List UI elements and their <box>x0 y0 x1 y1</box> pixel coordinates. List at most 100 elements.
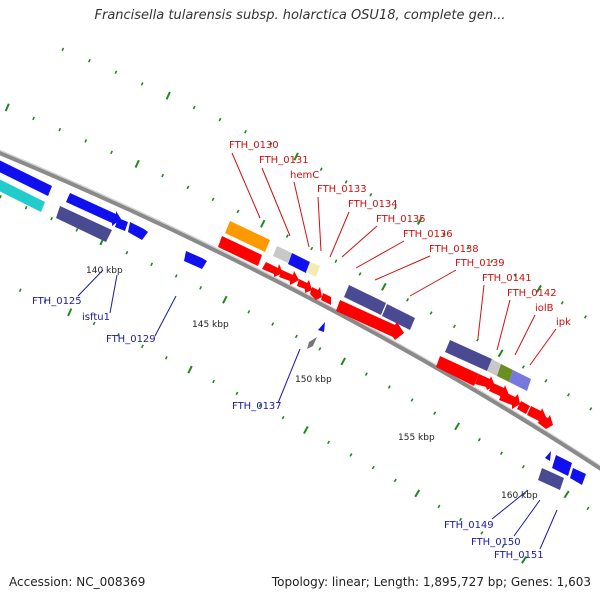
gene-red-arrow-2[interactable] <box>279 270 299 285</box>
scale-tick-1-25 <box>563 490 570 499</box>
gene-red-arrow-4[interactable] <box>310 287 322 300</box>
label-fth0131[interactable]: FTH_0131 <box>259 155 309 166</box>
leader-isftu1 <box>109 274 118 314</box>
gene-red-0141[interactable] <box>436 356 479 386</box>
leader-fth0150 <box>513 499 541 537</box>
gene-gray-0142[interactable] <box>487 359 501 376</box>
gene-blue-arrow-0149[interactable] <box>545 451 551 461</box>
scale-tick-0-8 <box>141 344 144 349</box>
label-fth0142[interactable]: FTH_0142 <box>507 288 557 299</box>
label-fth0129[interactable]: FTH_0129 <box>106 334 156 345</box>
scale-tick-2-14 <box>358 272 362 276</box>
gene-red-0130[interactable] <box>218 236 262 266</box>
scale-label-155: 155 kbp <box>398 433 435 443</box>
gene-navy-0138[interactable] <box>344 285 386 315</box>
gene-gray-0131[interactable] <box>273 246 292 263</box>
scale-tick-0-10 <box>187 365 193 374</box>
gene-red-small[interactable] <box>517 401 530 414</box>
gene-cyan-left[interactable] <box>0 177 45 212</box>
scale-tick-3-15 <box>416 216 423 225</box>
scale-tick-2-1 <box>32 116 35 121</box>
gene-blue-0149[interactable] <box>552 455 572 476</box>
label-iolB[interactable]: iolB <box>535 303 554 314</box>
label-ipk[interactable]: ipk <box>556 317 571 328</box>
gene-red-arrow-3[interactable] <box>297 279 312 293</box>
scale-tick-2-4 <box>110 150 113 155</box>
scale-tick-2-21 <box>521 365 525 369</box>
scale-tick-3-6 <box>192 105 196 110</box>
scale-tick-0-19 <box>393 478 397 483</box>
scale-tick-1-18 <box>410 398 414 402</box>
label-fth0130[interactable]: FTH_0130 <box>229 140 279 151</box>
scale-tick-3-20 <box>536 284 542 293</box>
scale-tick-2-17 <box>429 311 433 315</box>
scale-tick-0-13 <box>258 403 262 408</box>
gene-blue-small-1[interactable] <box>115 218 128 231</box>
scale-tick-0-15 <box>303 425 309 434</box>
gene-pale-0133[interactable] <box>306 262 320 277</box>
leader-fth0133 <box>317 196 322 252</box>
scale-tick-1-20 <box>454 422 461 431</box>
reverse-genes[interactable] <box>307 322 586 490</box>
label-fth0149[interactable]: FTH_0149 <box>444 520 494 531</box>
scale-label-145: 145 kbp <box>192 320 229 330</box>
leader-iolB <box>514 314 536 356</box>
gene-olive-iolB[interactable] <box>497 364 513 382</box>
scale-tick-1-8 <box>174 274 178 278</box>
gene-red-arrow-10[interactable] <box>538 415 553 429</box>
label-fth0138[interactable]: FTH_0138 <box>429 244 479 255</box>
gene-red-arrow-5[interactable] <box>321 293 331 305</box>
gene-orange-0130[interactable] <box>225 221 270 252</box>
gene-lavender-ipk[interactable] <box>509 370 531 391</box>
gene-red-arrow-1[interactable] <box>262 262 283 277</box>
leader-fth0138 <box>374 255 431 281</box>
label-fth0134[interactable]: FTH_0134 <box>348 199 398 210</box>
label-fth0125[interactable]: FTH_0125 <box>32 296 82 307</box>
label-fth0133[interactable]: FTH_0133 <box>317 184 367 195</box>
label-fth0136[interactable]: FTH_0136 <box>403 229 453 240</box>
scale-tick-1-19 <box>433 411 437 415</box>
scale-tick-0-5 <box>67 308 73 317</box>
top-gene-labels: FTH_0130 FTH_0131 hemC FTH_0133 FTH_0134… <box>229 140 571 328</box>
label-fth0139[interactable]: FTH_0139 <box>455 258 505 269</box>
gene-red-arrow-8[interactable] <box>499 391 520 409</box>
scale-tick-0-14 <box>281 415 285 420</box>
label-isftu1[interactable]: isftu1 <box>82 312 110 323</box>
gene-navy-0139[interactable] <box>382 304 415 330</box>
gene-blue-0150[interactable] <box>570 468 586 485</box>
scale-tick-2-18 <box>452 324 456 329</box>
leader-fth0125 <box>77 269 104 297</box>
gene-red-0138[interactable] <box>336 300 404 340</box>
scale-tick-2-13 <box>334 259 338 263</box>
label-hemC[interactable]: hemC <box>290 170 319 181</box>
gene-blue-left-1[interactable] <box>0 158 52 196</box>
label-fth0150[interactable]: FTH_0150 <box>471 537 521 548</box>
gene-blue-0125a[interactable] <box>66 193 121 226</box>
gene-navy-0150[interactable] <box>538 468 564 490</box>
gene-blue-small-2[interactable] <box>128 222 148 240</box>
scale-tick-2-12 <box>310 246 314 251</box>
leader-fth0139 <box>409 269 457 297</box>
gene-blue-0129[interactable] <box>184 251 207 269</box>
label-fth0137[interactable]: FTH_0137 <box>232 401 282 412</box>
gene-blue-0137-arrow[interactable] <box>318 322 325 332</box>
gene-navy-0125[interactable] <box>56 206 112 242</box>
gene-red-arrow-6[interactable] <box>475 374 495 390</box>
backbone <box>0 151 600 471</box>
scale-tick-3-13 <box>369 192 373 197</box>
gene-gray-0137[interactable] <box>307 337 317 349</box>
label-fth0151[interactable]: FTH_0151 <box>494 550 544 561</box>
scale-tick-1-17 <box>387 385 391 389</box>
scale-tick-1-14 <box>318 347 322 351</box>
leader-fth0149 <box>491 489 529 520</box>
label-fth0135[interactable]: FTH_0135 <box>376 214 426 225</box>
label-fth0141[interactable]: FTH_0141 <box>482 273 532 284</box>
gene-navy-0141[interactable] <box>445 340 492 371</box>
scale-tick-1-12 <box>271 322 275 326</box>
forward-genes[interactable] <box>0 158 553 429</box>
scale-tick-0-3 <box>18 288 22 292</box>
scale-tick-2-7 <box>186 185 190 190</box>
gene-blue-hemC[interactable] <box>288 253 310 273</box>
leader-lines <box>77 152 558 550</box>
